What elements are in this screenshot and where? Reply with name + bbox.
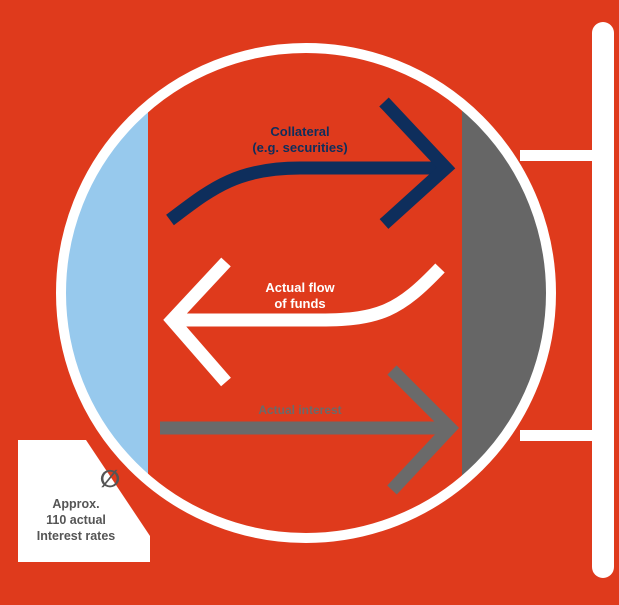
interest-arrow (160, 365, 460, 495)
pointer-shape (18, 440, 150, 562)
average-symbol-icon: ∅ (100, 466, 121, 493)
approx-label-line1: Approx. (52, 497, 99, 511)
collateral-label-line2: (e.g. securities) (252, 140, 347, 155)
interest-label: Actual interest (258, 403, 341, 417)
right-bar (592, 22, 614, 578)
funds-arrow (163, 257, 445, 387)
funds-label-line2: of funds (274, 296, 325, 311)
lower-connector (520, 430, 600, 441)
collateral-arrow (166, 97, 456, 229)
collateral-label-line1: Collateral (270, 124, 329, 139)
funds-label-line1: Actual flow (265, 280, 335, 295)
approx-label-line2: 110 actual (46, 513, 106, 527)
circle-outline (56, 43, 556, 543)
upper-connector (520, 150, 600, 161)
approx-label-line3: Interest rates (37, 529, 116, 543)
